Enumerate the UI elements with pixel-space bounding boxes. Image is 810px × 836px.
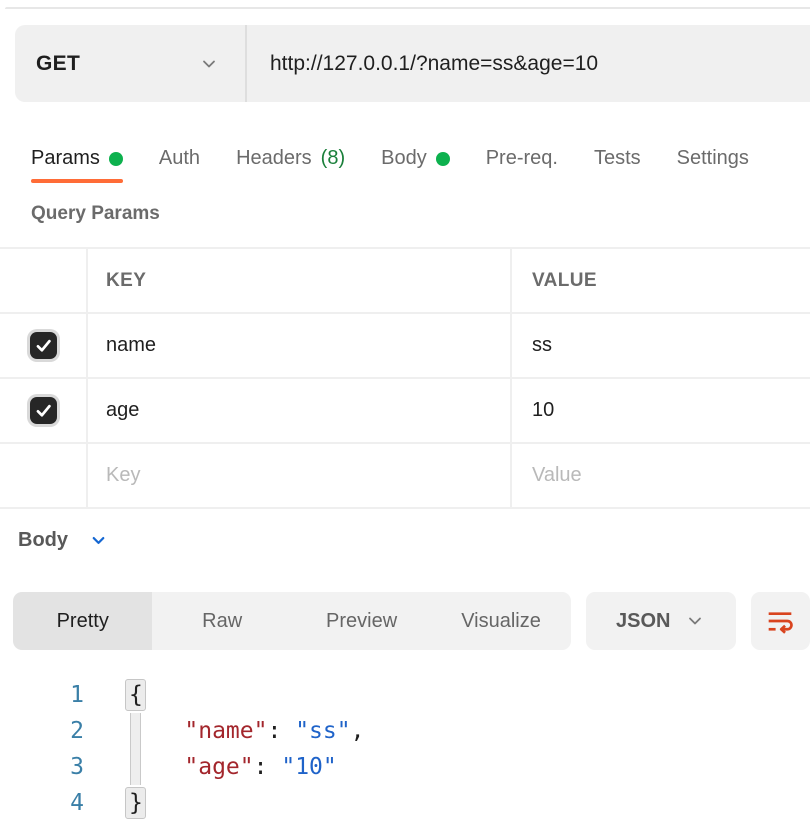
tab-label: Auth [158, 147, 201, 169]
param-key: name [106, 334, 157, 356]
tab-body[interactable]: Body [381, 134, 450, 183]
code-line: 3 "age": "10" [0, 749, 810, 785]
fold-guide [130, 749, 141, 785]
json-punctuation: } [129, 790, 143, 816]
view-tab-pretty[interactable]: Pretty [13, 592, 153, 650]
param-value: 10 [532, 399, 555, 421]
json-string-value: "ss" [295, 718, 351, 744]
active-tab-indicator [31, 179, 123, 183]
tab-label: Tests [593, 147, 641, 169]
value-placeholder: Value [532, 464, 582, 486]
value-cell[interactable]: 10 [512, 379, 810, 442]
json-punctuation: : [253, 754, 282, 780]
method-selector[interactable]: GET [15, 25, 247, 102]
checkmark-icon [36, 404, 51, 417]
json-punctuation [129, 754, 184, 780]
json-punctuation [129, 718, 184, 744]
request-url-bar: GET http://127.0.0.1/?name=ss&age=10 [15, 25, 810, 102]
unsaved-changes-dot-icon [435, 151, 450, 166]
tab-tests[interactable]: Tests [594, 134, 641, 183]
wrap-lines-button[interactable] [750, 592, 810, 650]
chevron-down-icon [92, 536, 105, 545]
key-placeholder: Key [106, 464, 141, 486]
fold-marker[interactable] [125, 787, 146, 819]
value-cell[interactable]: ss [512, 314, 810, 377]
key-cell[interactable]: name [88, 314, 512, 377]
url-input[interactable]: http://127.0.0.1/?name=ss&age=10 [270, 51, 599, 75]
response-toolbar: Pretty Raw Preview Visualize JSON [13, 592, 810, 650]
json-punctuation: { [129, 682, 143, 708]
code-text: { [129, 677, 143, 713]
view-tab-visualize[interactable]: Visualize [461, 609, 541, 632]
unsaved-changes-dot-icon [108, 151, 123, 166]
request-tabs: Params Auth Headers (8) Body Pre-req. Tests Set… [31, 134, 810, 183]
response-body-toggle[interactable]: Body [18, 529, 108, 552]
table-row: age 10 [0, 377, 810, 442]
checkmark-icon [36, 339, 51, 352]
tab-settings[interactable]: Settings [677, 134, 749, 183]
code-line: 1{ [0, 677, 810, 713]
response-view-tabs: Pretty Raw Preview Visualize [13, 592, 571, 650]
key-cell[interactable]: age [88, 379, 512, 442]
response-body-editor[interactable]: 1{2 "name": "ss",3 "age": "10"4} [0, 668, 810, 836]
table-header-row: KEY VALUE [0, 247, 810, 312]
code-line: 4} [0, 785, 810, 821]
section-title: Query Params [31, 203, 160, 224]
tab-pre-req[interactable]: Pre-req. [486, 134, 558, 183]
value-input-cell[interactable]: Value [512, 444, 810, 507]
checkbox-cell [0, 314, 88, 377]
json-punctuation: : [267, 718, 296, 744]
tab-label: Headers [236, 147, 312, 169]
panel-top-border [5, 7, 810, 9]
tab-label: Body [381, 147, 427, 169]
tab-count-badge: (8) [320, 147, 346, 169]
line-number: 2 [70, 718, 84, 744]
fold-guide [130, 713, 141, 749]
param-key: age [106, 399, 140, 421]
view-tab-preview[interactable]: Preview [326, 609, 398, 632]
tab-params[interactable]: Params [31, 134, 123, 183]
checkbox-column-header [0, 249, 88, 312]
param-enabled-checkbox[interactable] [29, 397, 57, 424]
code-text: } [129, 785, 143, 821]
checkbox-cell [0, 379, 88, 442]
code-line: 2 "name": "ss", [0, 713, 810, 749]
checkbox-cell [0, 444, 88, 507]
wrap-lines-icon [769, 612, 794, 634]
json-key: "age" [184, 754, 254, 780]
value-column-header: VALUE [512, 249, 810, 312]
format-dropdown[interactable]: JSON [585, 592, 736, 650]
code-text: "name": "ss", [129, 713, 364, 749]
chevron-down-icon [689, 617, 702, 625]
format-dropdown-label: JSON [616, 609, 671, 632]
json-punctuation: , [350, 718, 365, 744]
column-header-label: VALUE [532, 269, 597, 291]
key-input-cell[interactable]: Key [88, 444, 512, 507]
table-row-empty: Key Value [0, 442, 810, 507]
json-string-value: "10" [281, 754, 337, 780]
code-text: "age": "10" [129, 749, 337, 785]
tab-label: Pre-req. [485, 147, 558, 169]
response-body-label: Body [18, 529, 68, 551]
param-value: ss [532, 334, 552, 356]
column-header-label: KEY [106, 269, 147, 291]
line-number: 3 [70, 754, 84, 780]
tab-label: Settings [676, 147, 749, 169]
method-label: GET [36, 51, 81, 75]
tab-headers[interactable]: Headers (8) [236, 134, 345, 183]
view-tab-raw[interactable]: Raw [202, 609, 243, 632]
line-number: 1 [70, 682, 84, 708]
line-number: 4 [70, 790, 84, 816]
tab-auth[interactable]: Auth [159, 134, 200, 183]
tab-label: Params [31, 147, 100, 169]
param-enabled-checkbox[interactable] [29, 332, 57, 359]
table-row: name ss [0, 312, 810, 377]
fold-marker[interactable] [125, 679, 146, 711]
json-key: "name" [184, 718, 268, 744]
chevron-down-icon [203, 60, 215, 67]
key-column-header: KEY [88, 249, 512, 312]
